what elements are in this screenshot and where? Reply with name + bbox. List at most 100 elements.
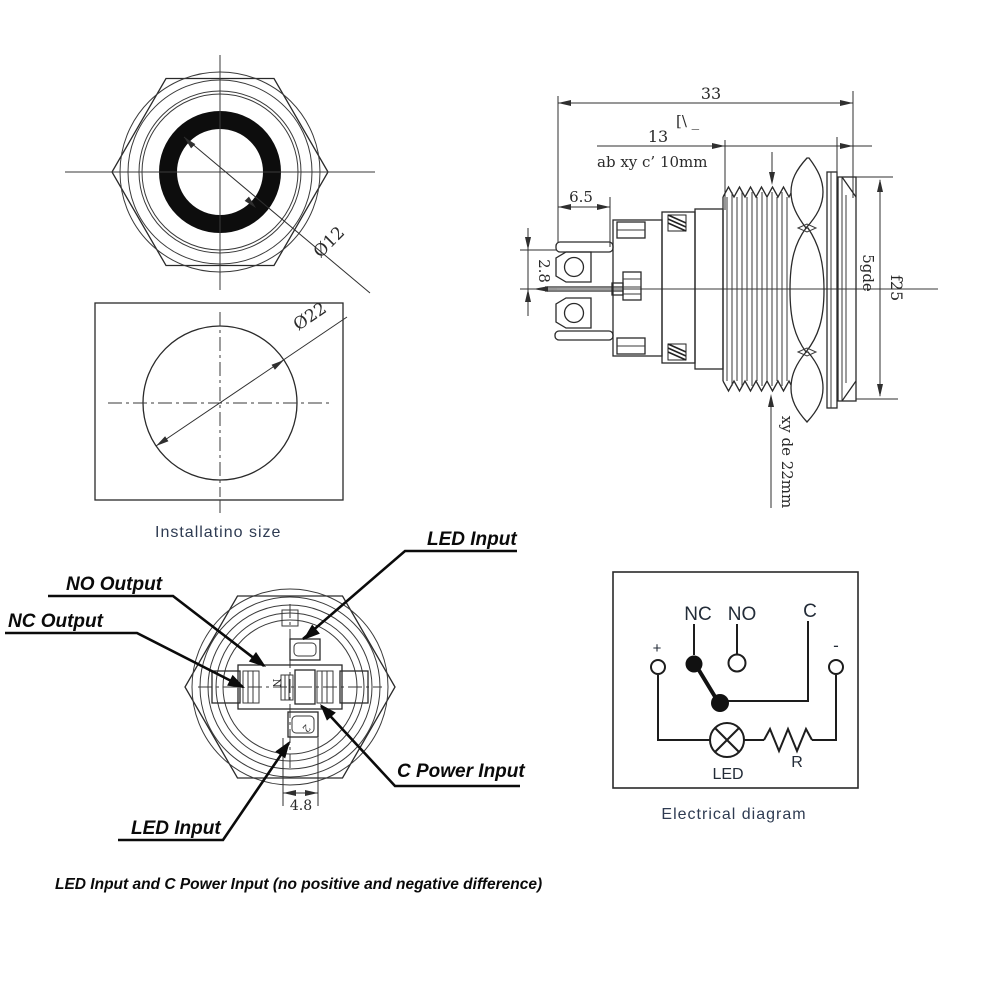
flange-chamfer-bottom xyxy=(841,380,857,402)
arrowhead xyxy=(156,436,169,446)
arrowhead xyxy=(558,100,571,106)
hex-nut-outline xyxy=(184,595,396,779)
arrowhead xyxy=(558,204,571,210)
plus-label: + xyxy=(653,640,662,657)
led-terminal-bottom xyxy=(287,711,319,738)
flat-pin-top xyxy=(555,241,614,253)
c-terminal-slot xyxy=(294,669,316,705)
nc-label: NC xyxy=(684,604,711,625)
nc-contact-dot xyxy=(685,655,703,673)
installation-view: Ø22 Installatino size xyxy=(94,299,348,541)
panel-outline xyxy=(94,302,344,501)
terminal-pins xyxy=(533,241,642,341)
minus-terminal-circle xyxy=(828,659,844,675)
c-wire xyxy=(728,621,809,702)
led-cross-line xyxy=(714,727,740,753)
dim-line-d22 xyxy=(155,316,348,447)
arrowhead xyxy=(244,196,256,208)
resistor-to-minus-wire xyxy=(812,675,837,741)
callout-led-input-bottom: LED Input xyxy=(118,741,291,842)
switch-housing xyxy=(612,208,724,370)
spring-hatch-bottom xyxy=(667,343,687,361)
hex-facet-top xyxy=(790,157,824,230)
leader-arrowhead xyxy=(275,741,290,759)
led-terminal-top-inner xyxy=(293,642,317,657)
electrical-diagram: NC NO C + - R LED Electrical diagram xyxy=(612,571,859,823)
arrowhead xyxy=(877,179,883,192)
garbled-row: ab xy c’ 10mm xyxy=(597,153,708,171)
resistor-label: R xyxy=(791,754,803,771)
hex-nut-side xyxy=(789,157,825,423)
dim-text-28: 2.8 xyxy=(535,259,553,283)
arrowhead xyxy=(305,790,318,796)
callout-led-input-top: LED Input xyxy=(302,529,517,640)
electrical-diagram-caption: Electrical diagram xyxy=(661,806,806,823)
thread-crest-top xyxy=(722,185,792,199)
callout-nc-output: NC Output xyxy=(5,611,245,689)
facet-joints xyxy=(796,223,818,357)
no-terminal-slot xyxy=(316,670,334,704)
thread-section xyxy=(722,185,792,393)
arrowhead xyxy=(597,204,610,210)
body-circle xyxy=(191,588,389,786)
dim-text-d22: Ø22 xyxy=(290,299,331,335)
diagram-border xyxy=(612,571,859,789)
leader-line xyxy=(5,631,244,689)
molded-mark-n: N xyxy=(270,679,281,688)
hex-facet-bottom xyxy=(790,351,824,423)
arrowhead xyxy=(184,137,196,149)
led-circle xyxy=(709,722,745,758)
arrowhead xyxy=(768,394,774,407)
leader-arrowhead xyxy=(248,651,266,667)
arrowhead xyxy=(525,237,531,250)
plus-wire xyxy=(657,675,710,741)
arrowhead xyxy=(840,100,853,106)
arrowhead xyxy=(712,143,725,149)
center-bars xyxy=(280,674,294,701)
led-label: LED xyxy=(712,766,743,783)
leader-line xyxy=(302,549,517,640)
washer xyxy=(826,171,838,409)
spade-hole-upper xyxy=(563,256,585,278)
callout-label: NC Output xyxy=(8,611,104,632)
dim-text-65: 6.5 xyxy=(569,188,593,206)
dim-text-d12: Ø12 xyxy=(310,223,349,262)
common-pivot-dot xyxy=(711,694,729,712)
minus-label: - xyxy=(833,636,839,655)
spade-terminal-lower xyxy=(555,297,592,329)
garbled-marks: [\ _ xyxy=(676,112,700,130)
leader-arrowhead xyxy=(320,704,336,721)
switch-lever xyxy=(695,665,719,702)
callout-label: LED Input xyxy=(427,529,517,550)
arrowhead xyxy=(283,790,296,796)
dim-text-13: 13 xyxy=(648,127,668,146)
plus-terminal-circle xyxy=(650,659,666,675)
arrowhead xyxy=(271,360,284,370)
spring-hatch-top xyxy=(667,214,687,232)
installation-size-caption: Installatino size xyxy=(155,524,281,541)
flange xyxy=(837,176,857,402)
housing-block-a xyxy=(612,219,663,357)
molded-mark-2: 2 xyxy=(300,722,312,734)
arrowhead xyxy=(525,289,531,302)
c-label: C xyxy=(803,601,817,622)
dim-text-33: 33 xyxy=(701,84,721,103)
leader-arrowhead xyxy=(303,624,320,640)
pin-connector-box xyxy=(622,271,642,301)
flange-chamfer-top xyxy=(841,176,857,198)
callout-c-power-input: C Power Input xyxy=(320,704,525,788)
spade-hole-lower xyxy=(563,302,585,324)
flat-pin-bottom xyxy=(554,330,614,341)
led-symbol xyxy=(709,722,745,758)
no-contact-circle xyxy=(727,653,747,673)
side-wing-right xyxy=(339,670,369,704)
dim-text-48: 4.8 xyxy=(290,798,312,814)
callout-label: C Power Input xyxy=(397,761,525,782)
no-label: NO xyxy=(728,604,757,625)
led-terminal-bottom-inner xyxy=(291,715,315,734)
thread-lines xyxy=(726,192,788,386)
leader-line xyxy=(320,705,520,788)
callout-no-output: NO Output xyxy=(48,574,266,668)
